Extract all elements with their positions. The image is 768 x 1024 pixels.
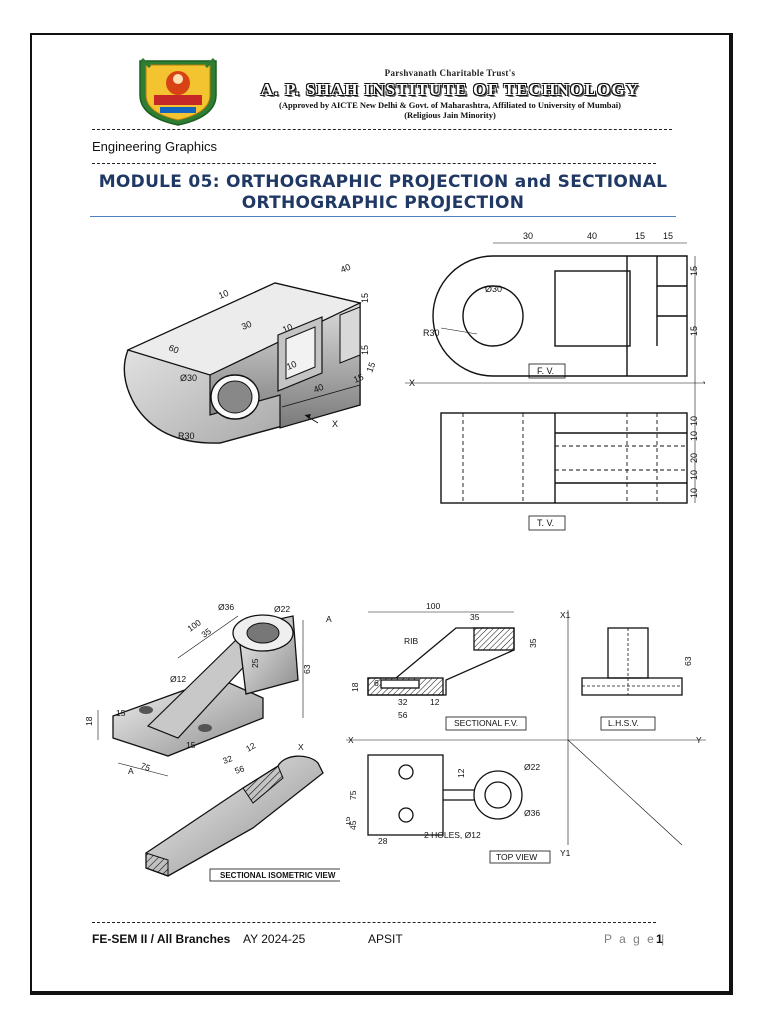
ortho1-dim-10c: 10 — [689, 470, 699, 480]
ortho2-label-rib: RIB — [404, 636, 419, 646]
ortho2-dim-6: 6 — [374, 678, 379, 688]
ortho2-dim-75: 75 — [348, 790, 358, 800]
iso2-dim-35: 35 — [199, 626, 213, 640]
iso2-dim-75: 75 — [139, 760, 152, 773]
iso2-dim-63: 63 — [302, 664, 312, 674]
iso2-dim-25: 25 — [250, 658, 260, 668]
ortho1-x-label: X — [409, 378, 415, 388]
iso1-dim-10: 10 — [217, 288, 230, 301]
footer-college: APSIT — [368, 932, 403, 946]
ortho2-dim-56: 56 — [398, 710, 408, 720]
iso2-x-label: X — [298, 742, 304, 752]
iso2-label-a2: A — [128, 766, 134, 776]
ortho1-dim-15c: 15 — [689, 266, 699, 276]
ortho2-x1-label: X1 — [560, 610, 571, 620]
iso1-dim-40: 40 — [339, 262, 352, 275]
ortho2-dim-12: 12 — [430, 697, 440, 707]
ortho1-dim-r30: R30 — [423, 328, 440, 338]
ortho1-dim-15a: 15 — [635, 231, 645, 241]
ortho2-dim-35v: 35 — [528, 638, 538, 648]
iso2-dim-dia22: Ø22 — [274, 604, 290, 614]
iso1-dim-10b: 10 — [281, 322, 294, 335]
iso2-dim-56: 56 — [233, 763, 246, 776]
ortho1-dim-10b: 10 — [689, 431, 699, 441]
footer-divider — [92, 922, 656, 923]
figure2-isometric-drawing: Ø36 Ø22 A 100 35 25 63 Ø12 18 15 15 12 3… — [84, 602, 340, 882]
ortho1-dim-20: 20 — [689, 453, 699, 463]
iso1-dim-dia30: Ø30 — [180, 373, 197, 383]
iso1-dim-r30: R30 — [178, 431, 195, 441]
ortho2-label-topview: TOP VIEW — [496, 852, 537, 862]
subject-divider — [92, 163, 656, 164]
iso2-label-a1: A — [326, 614, 332, 624]
figure1-isometric-drawing: 40 10 15 30 10 60 15 10 15 40 15 Ø30 R30… — [123, 262, 377, 444]
ortho1-label-tv: T. V. — [537, 518, 554, 528]
ortho1-dim-dia30: Ø30 — [485, 284, 502, 294]
institute-name: A. P. SHAH INSTITUTE OF TECHNOLOGY — [260, 80, 640, 99]
ortho2-y-label: Y — [696, 735, 702, 745]
minority-line: (Religious Jain Minority) — [404, 110, 496, 120]
footer-page-number: 1 — [656, 932, 663, 946]
iso1-dim-60: 60 — [167, 343, 180, 356]
title-underline — [90, 216, 676, 217]
module-title-line1: MODULE 05: ORTHOGRAPHIC PROJECTION and S… — [98, 172, 668, 192]
trust-name: Parshvanath Charitable Trust's — [384, 68, 516, 78]
iso2-dim-15b: 15 — [186, 740, 196, 750]
iso1-dim-40b: 40 — [312, 382, 325, 395]
iso1-dim-15a: 15 — [360, 293, 370, 303]
ortho2-x-label: X — [348, 735, 354, 745]
ortho2-dim-63: 63 — [683, 656, 693, 666]
ortho2-y1-label: Y1 — [560, 848, 571, 858]
ortho2-label-holes: 2 HOLES, Ø12 — [424, 830, 481, 840]
ortho2-dim-18: 18 — [350, 682, 360, 692]
ortho1-label-fv: F. V. — [537, 366, 554, 376]
figure2-orthographic-drawing: 100 35 X1 RIB 35 63 18 6 32 12 56 SECTIO… — [346, 601, 706, 864]
ortho2-dim-35: 35 — [470, 612, 480, 622]
figure1-orthographic-drawing: 30 40 15 15 15 15 Ø30 R30 F. V. X Y T. V… — [405, 231, 705, 531]
iso2-dim-32: 32 — [221, 753, 234, 766]
footer-academic-year: AY 2024-25 — [243, 932, 306, 946]
ortho2-dim-28: 28 — [378, 836, 388, 846]
footer-semester: FE-SEM II / All Branches — [92, 932, 231, 946]
footer-page-label: P a g e | — [604, 932, 667, 946]
ortho1-dim-15b: 15 — [663, 231, 673, 241]
ortho1-dim-10d: 10 — [689, 488, 699, 498]
header-divider — [92, 129, 672, 130]
ortho1-dim-15d: 15 — [689, 326, 699, 336]
ortho2-dim-45: 45 — [348, 820, 358, 830]
ortho1-y-label: Y — [703, 380, 705, 390]
module-title-line2: ORTHOGRAPHIC PROJECTION — [241, 193, 525, 213]
iso1-dim-15b: 15 — [360, 345, 370, 355]
iso2-dim-15a: 15 — [116, 708, 126, 718]
ortho2-dim-12v: 12 — [456, 768, 466, 778]
iso2-dim-dia12: Ø12 — [170, 674, 186, 684]
ortho2-dim-100: 100 — [426, 601, 440, 611]
iso2-dim-18: 18 — [84, 716, 94, 726]
iso2-dim-12: 12 — [244, 740, 257, 754]
iso2-dim-dia36: Ø36 — [218, 602, 234, 612]
ortho2-dim-15: 15 — [346, 816, 352, 826]
ortho2-dim-dia22: Ø22 — [524, 762, 540, 772]
iso1-x-label: X — [332, 419, 338, 429]
ortho2-dim-dia36: Ø36 — [524, 808, 540, 818]
iso1-dim-10c: 10 — [285, 359, 298, 372]
subject-title: Engineering Graphics — [92, 139, 218, 154]
iso2-caption: SECTIONAL ISOMETRIC VIEW — [220, 871, 336, 880]
approval-line: (Approved by AICTE New Delhi & Govt. of … — [279, 100, 621, 110]
ortho2-dim-32: 32 — [398, 697, 408, 707]
page-border — [30, 33, 733, 995]
ortho1-dim-10a: 10 — [689, 416, 699, 426]
iso1-dim-30: 30 — [240, 319, 253, 332]
ortho2-label-lhsv: L.H.S.V. — [608, 718, 639, 728]
iso1-dim-15d: 15 — [364, 361, 377, 374]
ortho1-dim-30: 30 — [523, 231, 533, 241]
ortho2-label-sfv: SECTIONAL F.V. — [454, 718, 518, 728]
ortho1-dim-40: 40 — [587, 231, 597, 241]
institute-logo — [139, 57, 217, 126]
iso1-dim-15c: 15 — [352, 372, 365, 385]
